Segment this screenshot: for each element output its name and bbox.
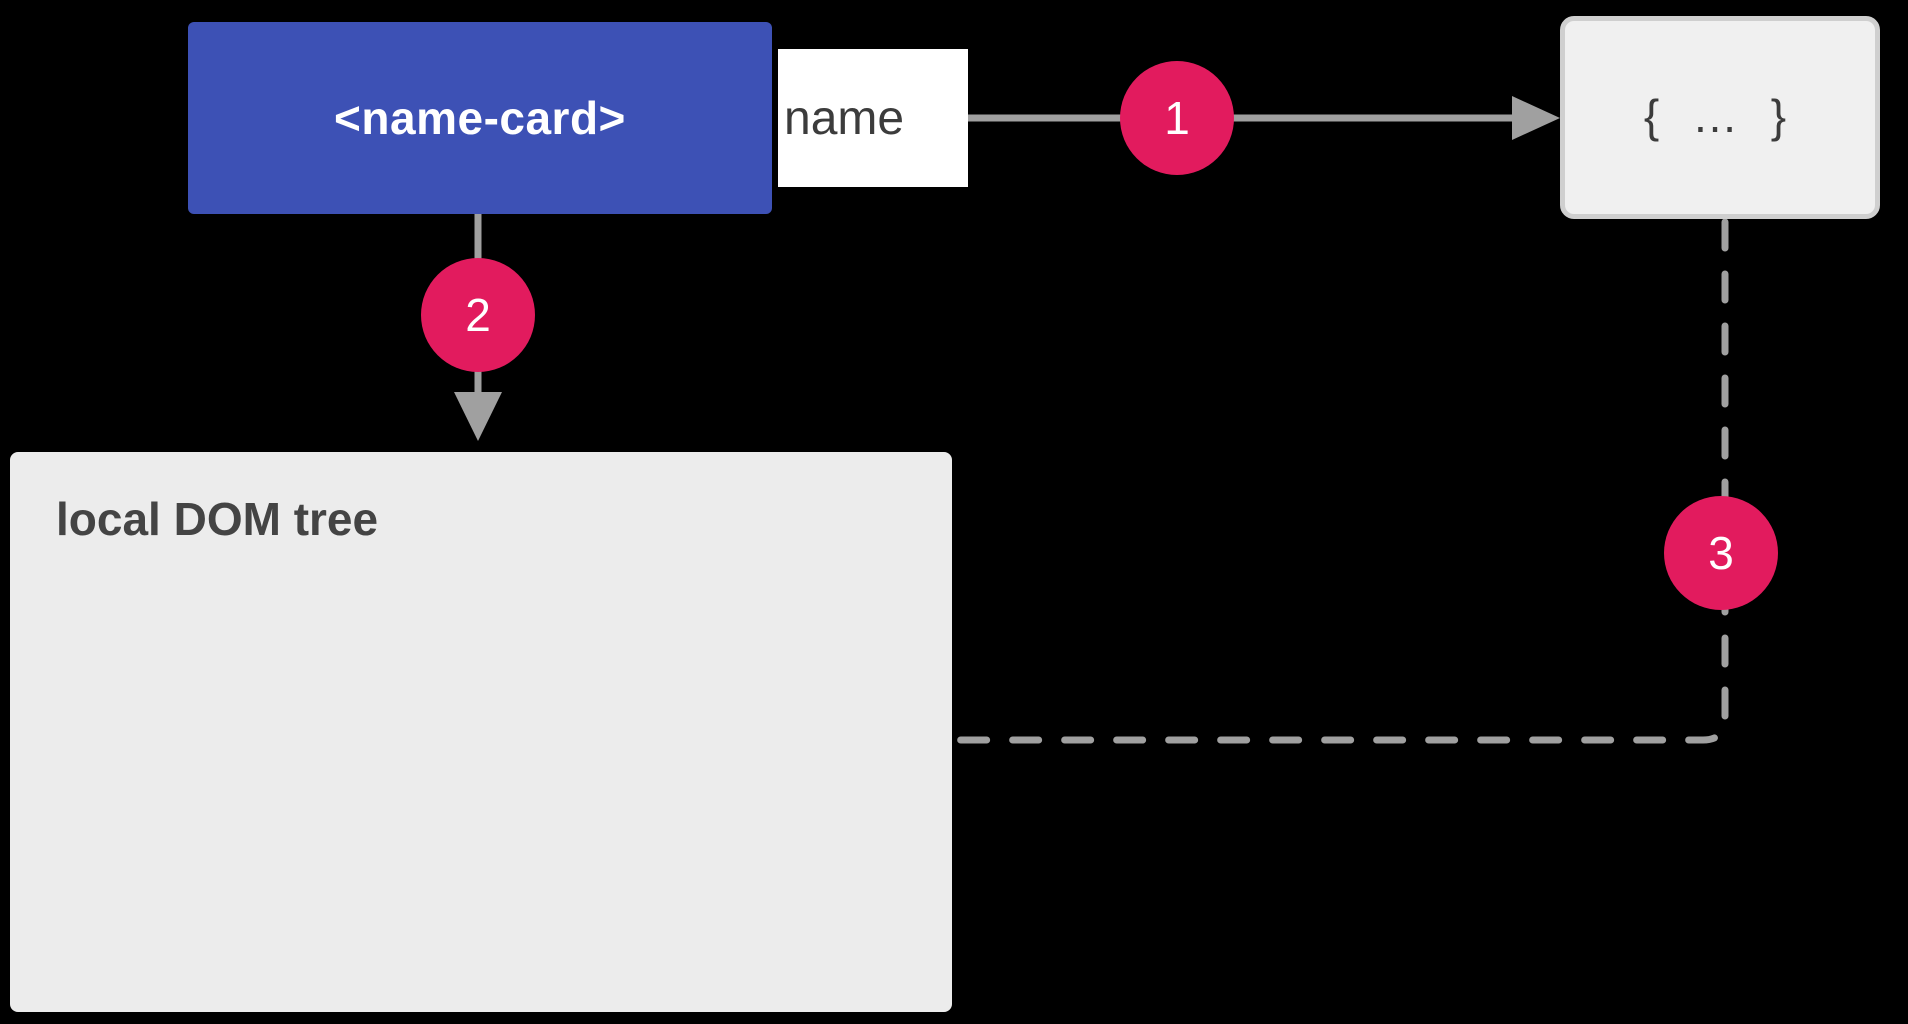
step-badge-2: 2: [421, 258, 535, 372]
local-dom-tree-title: local DOM tree: [56, 493, 379, 545]
step-badge-1: 1: [1120, 61, 1234, 175]
name-property-label: name: [778, 49, 968, 187]
properties-object-box[interactable]: { … }: [1560, 16, 1880, 219]
arrowhead-to-props: [1512, 96, 1560, 140]
name-card-component[interactable]: <name-card>: [188, 22, 772, 214]
properties-object-text: { … }: [1643, 89, 1797, 142]
step-badge-3: 3: [1664, 496, 1778, 610]
connector-props-to-div: [824, 218, 1729, 744]
arrowhead-to-dom: [454, 392, 502, 441]
local-dom-tree-panel: local DOM tree <div>: [10, 452, 952, 1012]
